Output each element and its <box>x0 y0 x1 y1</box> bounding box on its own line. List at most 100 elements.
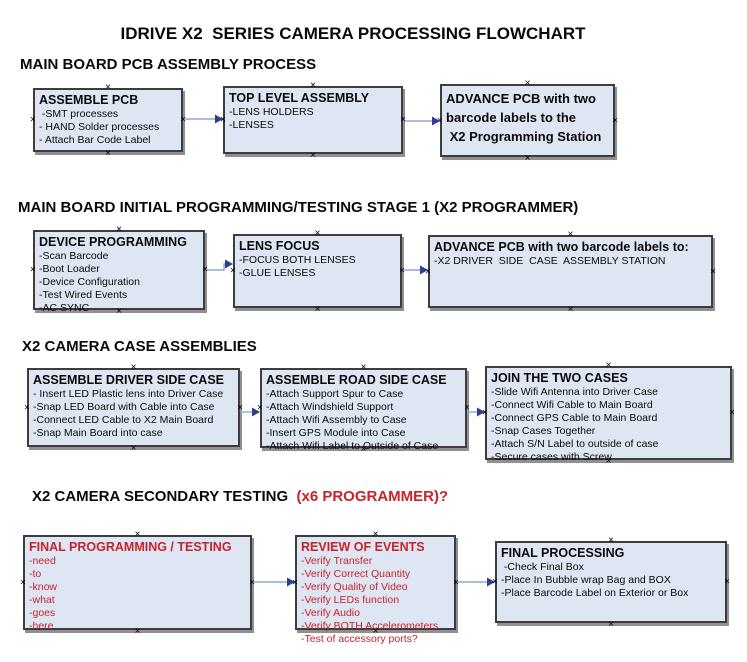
box-title: ASSEMBLE ROAD SIDE CASE <box>266 373 447 387</box>
connection-handle-icon: × <box>105 82 111 93</box>
box-item: -Scan Barcode <box>39 250 109 262</box>
box-item: -Snap LED Board with Cable into Case <box>33 401 215 413</box>
section-heading-case-assemblies: X2 CAMERA CASE ASSEMBLIES <box>22 338 257 355</box>
section-heading-initial-programming: MAIN BOARD INITIAL PROGRAMMING/TESTING S… <box>18 199 579 216</box>
connection-handle-icon: × <box>399 265 405 277</box>
box-item: -SMT processes <box>39 108 119 120</box>
box-item: -Place In Bubble wrap Bag and BOX <box>501 574 671 586</box>
flow-box-review-of-events: REVIEW OF EVENTS -Verify Transfer -Verif… <box>292 530 459 646</box>
connector-arrow-icon <box>403 116 440 126</box>
connection-handle-icon: × <box>729 407 735 419</box>
box-item: -Attach Wifi Label to Outside of Case <box>266 440 439 452</box>
box-item: -Verify LEDs function <box>301 594 400 606</box>
flow-box-advance-pcb-programming-station: ADVANCE PCB with two barcode labels to t… <box>437 79 618 164</box>
connector-arrow-icon <box>205 259 233 271</box>
connection-handle-icon: × <box>220 114 226 126</box>
connection-handle-icon: × <box>249 577 255 588</box>
box-item: -LENS HOLDERS <box>229 106 314 118</box>
section-heading-pcb-assembly: MAIN BOARD PCB ASSEMBLY PROCESS <box>20 56 317 73</box>
box-item: - Insert LED Plastic lens into Driver Ca… <box>33 388 224 400</box>
box-item: -Test of accessory ports? <box>301 633 418 645</box>
connection-handle-icon: × <box>202 264 208 276</box>
connection-handle-icon: × <box>20 577 26 588</box>
box-item: -GLUE LENSES <box>239 267 316 279</box>
box-item: -need <box>29 555 56 567</box>
connection-handle-icon: × <box>464 402 470 414</box>
connection-handle-icon: × <box>608 619 614 630</box>
connection-handle-icon: × <box>310 80 316 91</box>
box-item: -Attach Windshield Support <box>266 401 394 413</box>
flow-box-final-processing: FINAL PROCESSING -Check Final Box -Place… <box>492 536 730 630</box>
flow-box-top-level-assembly: TOP LEVEL ASSEMBLY -LENS HOLDERS -LENSES… <box>220 81 406 161</box>
connection-handle-icon: × <box>567 304 574 315</box>
connection-handle-icon: × <box>400 114 406 126</box>
box-title: ADVANCE PCB with two barcode labels to: <box>434 240 689 254</box>
box-item: -to <box>29 568 42 580</box>
box-item: -Test Wired Events <box>39 289 128 301</box>
connection-handle-icon: × <box>314 304 321 315</box>
box-item: -FOCUS BOTH LENSES <box>239 254 356 266</box>
box-item: -Verify Transfer <box>301 555 373 567</box>
box-title: ASSEMBLE DRIVER SIDE CASE <box>33 373 225 387</box>
box-item: -LENSES <box>229 119 274 131</box>
connection-handle-icon: × <box>310 150 316 161</box>
connection-handle-icon: × <box>425 266 431 277</box>
connection-handle-icon: × <box>453 577 459 588</box>
connection-handle-icon: × <box>292 577 298 588</box>
box-item: -Place Barcode Label on Exterior or Box <box>501 587 689 599</box>
box-item: -here <box>29 620 54 632</box>
box-item: -Insert GPS Module into Case <box>266 427 406 439</box>
box-item: - HAND Solder processes <box>39 121 160 133</box>
flow-box-assemble-driver-side-case: ASSEMBLE DRIVER SIDE CASE - Insert LED P… <box>24 363 243 454</box>
connector-arrow-icon <box>456 577 495 587</box>
connection-handle-icon: × <box>437 115 443 126</box>
flow-box-join-the-two-cases: JOIN THE TWO CASES -Slide Wifi Antenna i… <box>482 361 735 467</box>
box-item: -Verify BOTH Accelerometers <box>301 620 439 632</box>
box-title: FINAL PROCESSING <box>501 546 625 560</box>
box-item: -Snap Cases Together <box>491 425 596 437</box>
box-item: -Attach S/N Label to outside of case <box>491 438 659 450</box>
connector-arrow-icon <box>252 577 295 587</box>
heading-black-part: X2 CAMERA SECONDARY TESTING <box>32 488 289 505</box>
box-item: -X2 DRIVER SIDE CASE ASSEMBLY STATION <box>434 255 666 267</box>
box-item: -Boot Loader <box>39 263 100 275</box>
heading-red-part: (x6 PROGRAMMER)? <box>288 488 449 505</box>
box-item: -Connect Wifi Cable to Main Board <box>491 399 653 411</box>
box-item: -know <box>29 581 58 593</box>
connection-handle-icon: × <box>257 402 263 414</box>
connection-handle-icon: × <box>524 153 531 164</box>
box-item: -Check Final Box <box>501 561 584 573</box>
connection-handle-icon: × <box>237 402 243 413</box>
connection-handle-icon: × <box>116 224 122 235</box>
box-title: JOIN THE TWO CASES <box>491 371 628 385</box>
box-item: -Verify Audio <box>301 607 360 619</box>
connection-handle-icon: × <box>130 362 137 373</box>
box-item: -Secure cases with Screw <box>491 451 612 463</box>
flow-box-advance-pcb-driver-side: ADVANCE PCB with two barcode labels to: … <box>425 230 716 315</box>
box-item: -Verify Quality of Video <box>301 581 408 593</box>
box-item: -Device Configuration <box>39 276 140 288</box>
box-title: REVIEW OF EVENTS <box>301 540 425 554</box>
connection-handle-icon: × <box>612 115 618 126</box>
box-title: ASSEMBLE PCB <box>39 93 139 107</box>
box-item: -what <box>29 594 55 606</box>
box-item: -Connect GPS Cable to Main Board <box>491 412 658 424</box>
connection-handle-icon: × <box>30 114 36 126</box>
connection-handle-icon: × <box>116 306 122 317</box>
box-item: -Verify Correct Quantity <box>301 568 411 580</box>
connection-handle-icon: × <box>134 529 141 540</box>
connection-handle-icon: × <box>134 626 141 637</box>
connection-handle-icon: × <box>230 265 236 277</box>
box-item: -Slide Wifi Antenna into Driver Case <box>491 386 658 398</box>
box-title: ADVANCE PCB with two barcode labels to t… <box>446 91 602 144</box>
connection-handle-icon: × <box>130 443 137 454</box>
box-title: LENS FOCUS <box>239 239 320 253</box>
box-item: -AC SYNC <box>39 302 90 314</box>
connection-handle-icon: × <box>605 456 612 467</box>
box-item: -Connect LED Cable to X2 Main Board <box>33 414 214 426</box>
connection-handle-icon: × <box>492 576 498 588</box>
connection-handle-icon: × <box>605 360 612 371</box>
connection-handle-icon: × <box>724 576 730 588</box>
connection-handle-icon: × <box>372 529 379 540</box>
